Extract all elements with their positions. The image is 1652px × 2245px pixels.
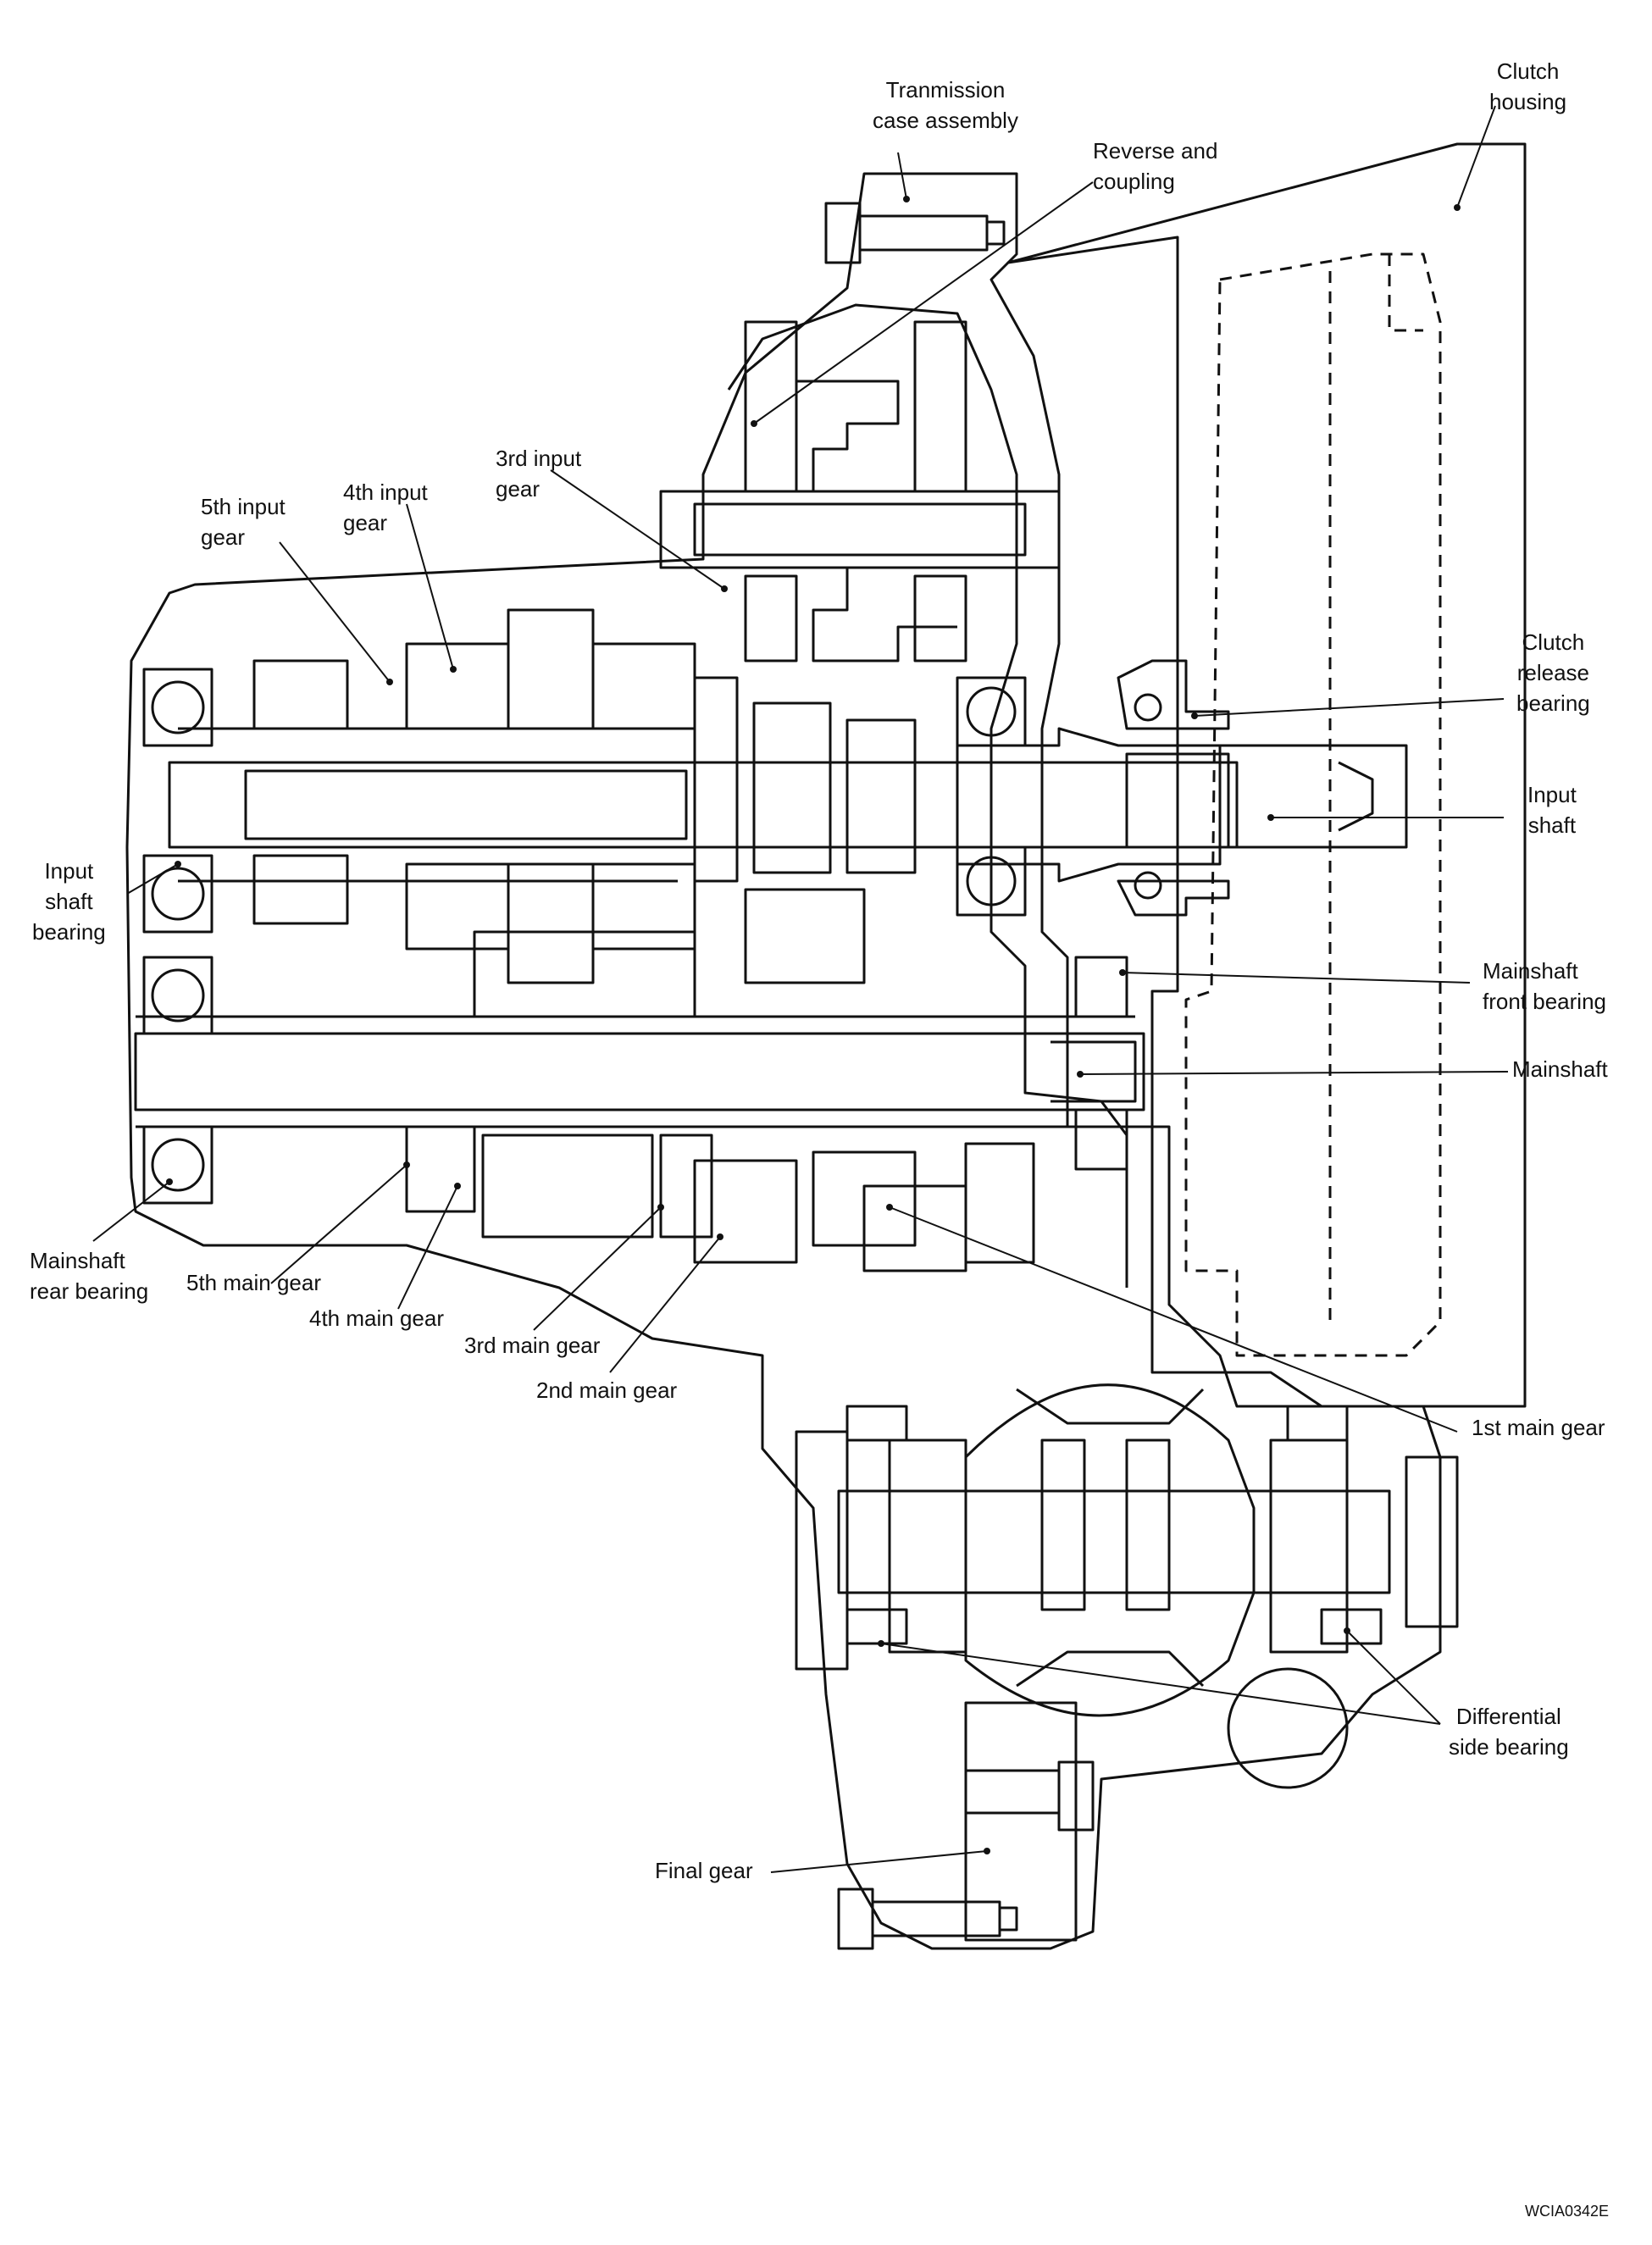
- figure-code: WCIA0342E: [1525, 2203, 1610, 2220]
- leader-dots: [166, 196, 1461, 1854]
- clutch-release-bearing-drawing: [1117, 659, 1230, 917]
- input-shaft-assembly: [168, 608, 1408, 984]
- label-1st-main-gear: 1st main gear: [1472, 1415, 1605, 1440]
- final-gear-assembly: [964, 1701, 1095, 1942]
- label-mainshaft-front-bearing: Mainshaft front bearing: [1483, 958, 1606, 1014]
- label-4th-main-gear: 4th main gear: [309, 1305, 444, 1331]
- label-differential-side-bearing: Differential side bearing: [1449, 1704, 1569, 1760]
- label-2nd-main-gear: 2nd main gear: [536, 1377, 678, 1403]
- label-4th-input-gear: 4th input gear: [343, 479, 428, 535]
- transmission-case-outline: [125, 172, 1442, 1950]
- clutch-disc-dashed-outline: [1184, 252, 1442, 1357]
- label-transmission-case-assembly: Tranmission case assembly: [873, 77, 1018, 133]
- mainshaft-assembly: [134, 888, 1145, 1272]
- label-input-shaft: Input shaft: [1527, 782, 1577, 838]
- label-3rd-main-gear: 3rd main gear: [464, 1333, 601, 1358]
- label-3rd-input-gear: 3rd input gear: [496, 446, 582, 502]
- label-5th-input-gear: 5th input gear: [201, 494, 285, 550]
- label-5th-main-gear: 5th main gear: [186, 1270, 321, 1295]
- differential-assembly: [795, 1383, 1459, 1789]
- label-mainshaft-rear-bearing: Mainshaft rear bearing: [30, 1248, 149, 1304]
- label-reverse-and-coupling: Reverse and coupling: [1093, 138, 1218, 194]
- label-input-shaft-bearing: Input shaft bearing: [32, 858, 106, 945]
- pressure-plate-dashed-outline: [1328, 254, 1423, 1322]
- label-mainshaft: Mainshaft: [1512, 1056, 1608, 1082]
- label-final-gear: Final gear: [655, 1858, 753, 1883]
- label-clutch-housing: Clutch housing: [1489, 58, 1567, 114]
- label-clutch-release-bearing: Clutch release bearing: [1516, 629, 1590, 716]
- bearing-symbols: [142, 668, 1128, 1205]
- leader-lines: [92, 105, 1509, 1873]
- clutch-housing-outline: [1006, 142, 1527, 1408]
- case-bolts: [824, 202, 1018, 1950]
- reverse-idler-gear-assembly: [659, 320, 1061, 662]
- transmission-case-inner-wall: [727, 303, 1128, 1288]
